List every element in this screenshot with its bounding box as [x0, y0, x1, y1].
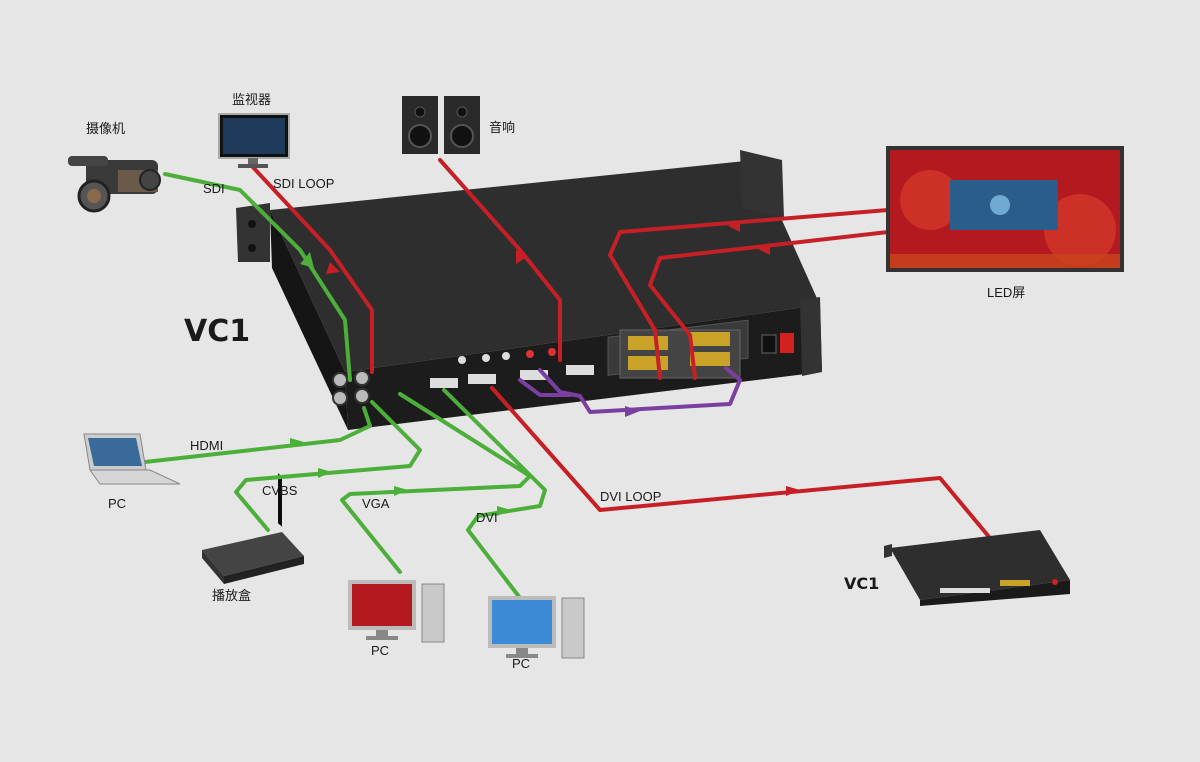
hdmi-label: HDMI	[190, 438, 223, 453]
pc-vga-label: PC	[371, 643, 389, 658]
laptop-label: PC	[108, 496, 126, 511]
cable-speaker	[438, 158, 562, 362]
sdi-loop-label: SDI LOOP	[273, 176, 334, 191]
cable-led-out	[608, 208, 890, 380]
pc-vga-device	[348, 580, 445, 643]
dvi-label: DVI	[476, 510, 498, 525]
speaker-device	[402, 96, 480, 154]
sdi-label: SDI	[203, 181, 225, 196]
pc-dvi-label: PC	[512, 656, 530, 671]
monitor-label: 监视器	[232, 92, 271, 107]
monitor-device	[218, 113, 290, 168]
cvbs-label: CVBS	[262, 483, 298, 498]
laptop-device	[83, 433, 181, 485]
vc1-secondary-title: VC1	[844, 574, 879, 593]
vc1-main-title: VC1	[184, 314, 250, 349]
cable-internal-loop	[518, 366, 742, 417]
cable-dvi-loop	[490, 386, 992, 540]
cable-dvi	[442, 388, 547, 600]
vga-label: VGA	[362, 496, 390, 511]
cable-sdi-loop	[248, 162, 374, 374]
cable-cvbs	[234, 400, 422, 532]
camera-device	[68, 156, 161, 213]
camera-label: 摄像机	[86, 121, 125, 136]
dvi-loop-label: DVI LOOP	[600, 489, 661, 504]
vc1-main-unit	[236, 150, 822, 527]
led-screen-label: LED屏	[987, 285, 1025, 300]
player-box-device	[202, 532, 304, 584]
speaker-label: 音响	[489, 120, 515, 135]
cable-hdmi	[143, 406, 372, 464]
led-screen-device	[886, 146, 1124, 272]
cable-sdi	[163, 172, 352, 382]
player-box-label: 播放盒	[212, 588, 251, 603]
vc1-secondary-unit	[884, 530, 1070, 606]
pc-dvi-device	[488, 596, 585, 659]
cable-vga	[340, 392, 532, 574]
